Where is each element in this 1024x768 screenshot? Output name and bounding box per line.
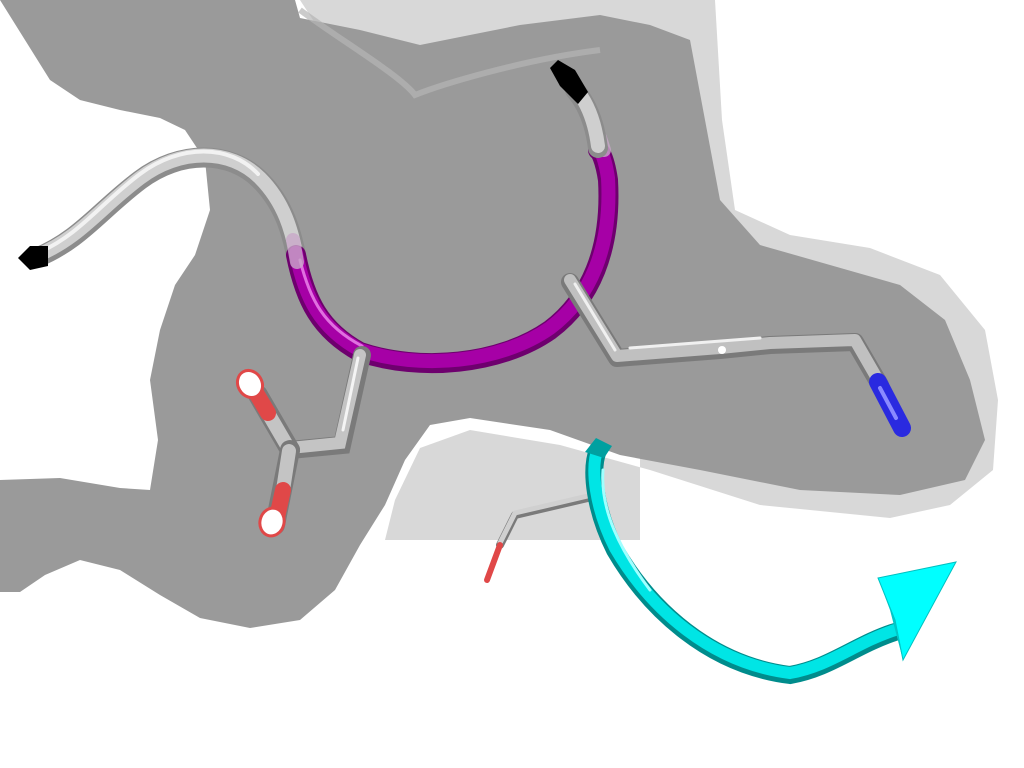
backbone-left — [18, 147, 306, 270]
strand-end-left — [18, 246, 48, 270]
oxygen-atom-thin — [484, 542, 503, 583]
cyan-strand-arrowhead — [877, 561, 957, 662]
backbone-right — [550, 60, 608, 158]
backbone-magenta-tube — [289, 141, 616, 368]
cyan-strand-start — [585, 438, 612, 458]
sidechain-left — [235, 346, 371, 538]
strand-end-top — [550, 60, 588, 104]
cyan-strand-tube — [588, 442, 901, 680]
surface-body — [0, 0, 985, 628]
sidechain-right — [561, 273, 911, 437]
sidechain-thin — [484, 492, 596, 583]
cyan-strand — [585, 438, 957, 685]
molecular-surface — [0, 0, 998, 628]
surface-fold — [298, 7, 601, 99]
